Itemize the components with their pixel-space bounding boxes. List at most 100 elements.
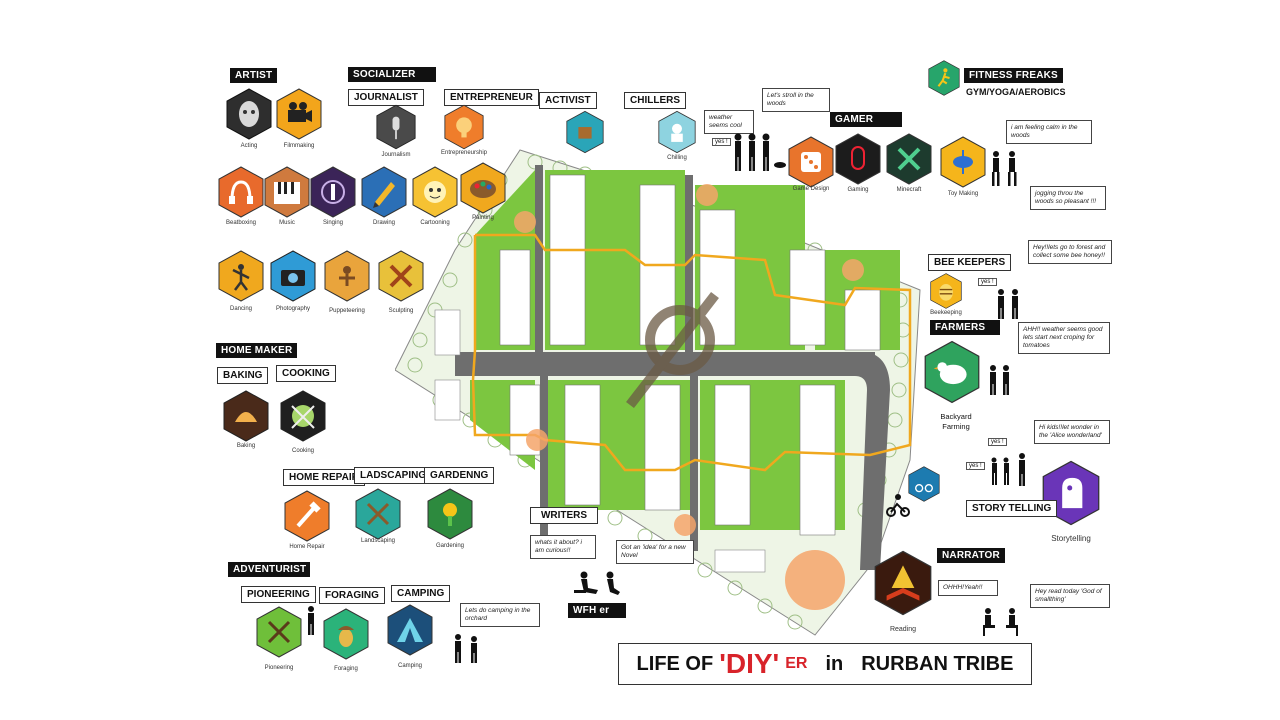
foraging-label: FORAGING (319, 587, 385, 604)
weather-cool-bubble: weather seems cool (704, 110, 754, 134)
home-maker-label: HOME MAKER (216, 343, 298, 358)
journalism-badge[interactable] (376, 104, 416, 150)
singing-caption: Singing (322, 220, 343, 226)
game-design-caption: Game Design (792, 186, 830, 192)
landscaping-badge[interactable] (355, 488, 401, 540)
home-repair-caption: Home Repair (289, 544, 325, 550)
journalism-caption: Journalism (381, 152, 411, 158)
foraging-caption: Foraging (334, 666, 358, 672)
dancing-caption: Dancing (229, 306, 252, 312)
farmers-silhouette (990, 365, 1009, 395)
pioneering-caption: Pioneering (264, 665, 294, 671)
acting-badge[interactable] (226, 88, 272, 140)
activist-badge[interactable] (566, 110, 604, 154)
photography-caption: Photography (275, 306, 311, 312)
gardening-label: GARDENNG (424, 467, 495, 484)
title-part1: LIFE OF (636, 652, 714, 675)
toy-making-badge[interactable] (940, 136, 986, 188)
gaming-caption: Gaming (847, 187, 869, 193)
readers-silhouette (983, 608, 1018, 636)
cartooning-badge[interactable] (412, 166, 458, 218)
camping-label: CAMPING (391, 585, 451, 602)
walkers-silhouette (734, 133, 786, 171)
title-in: in (825, 652, 844, 675)
forest-bubble: Hey!!lets go to forest and collect some … (1028, 240, 1112, 264)
minecraft-badge[interactable] (886, 133, 932, 185)
bee-keepers-silhouette (998, 289, 1018, 319)
minecraft-caption: Minecraft (896, 187, 922, 193)
fitness-label: FITNESS FREAKS (964, 68, 1063, 83)
music-badge[interactable] (264, 166, 310, 218)
house-rows (499, 174, 881, 536)
painting-caption: Painting (472, 215, 494, 221)
drawing-badge[interactable] (361, 166, 407, 218)
kids-silhouette (991, 453, 1025, 486)
diagram-title: LIFE OF 'DIY' ER in RURBAN TRIBE (618, 643, 1032, 685)
campers-silhouette (455, 634, 477, 663)
alice-bubble: Hi kids!!let wonder in the 'Alice wonder… (1034, 420, 1110, 444)
music-caption: Music (279, 220, 295, 226)
stroll-bubble: Let's stroll in the woods (762, 88, 830, 112)
yes-tag-kids-1: yes ! (988, 438, 1007, 446)
entrepreneurship-badge[interactable] (444, 104, 484, 150)
home-repair-badge[interactable] (284, 490, 330, 542)
story-telling-label: STORY TELLING (966, 500, 1058, 517)
pioneering-badge[interactable] (256, 606, 302, 658)
entrepreneurship-caption: Entrepreneurship (440, 150, 488, 156)
foraging-badge[interactable] (323, 608, 369, 660)
gardening-caption: Gardening (435, 543, 465, 549)
puppeteering-badge[interactable] (324, 250, 370, 302)
chilling-badge[interactable] (658, 110, 696, 154)
game-design-badge[interactable] (788, 136, 834, 188)
yes-tag-kids-2: yes ! (966, 462, 985, 470)
adventurist-label: ADVENTURIST (228, 562, 310, 577)
narrator-label: NARRATOR (937, 548, 1005, 563)
gaming-badge[interactable] (835, 133, 881, 185)
camping-orchard-bubble: Lets do camping in the orchard (460, 603, 540, 627)
fitness-sub-label: GYM/YOGA/AEROBICS (966, 87, 1066, 97)
dancing-badge[interactable] (218, 250, 264, 302)
backyard-farming-badge[interactable] (924, 340, 980, 404)
artist-label: ARTIST (230, 68, 278, 83)
painting-badge[interactable] (460, 162, 506, 214)
singing-badge[interactable] (310, 166, 356, 218)
writers-label: WRITERS (530, 507, 598, 524)
reading-badge[interactable] (874, 550, 932, 616)
puppeteering-caption: Puppeteering (329, 308, 365, 314)
joggers-silhouette (992, 151, 1017, 186)
baking-label: BAKING (217, 367, 269, 384)
photography-badge[interactable] (270, 250, 316, 302)
landscaping-label: LADSCAPING (354, 467, 433, 484)
fitness-badge[interactable] (928, 60, 960, 96)
backyard-farming-caption: Backyard Farming (940, 412, 972, 431)
beatboxing-caption: Beatboxing (225, 220, 257, 226)
pioneering-label: PIONEERING (241, 586, 316, 603)
cyclist-silhouette (886, 494, 910, 517)
entrepreneur-label: ENTREPRENEUR (444, 89, 539, 106)
beekeeping-badge[interactable] (930, 272, 962, 310)
ohhh-bubble: OHHH!Yeah!! (938, 580, 998, 596)
title-er: ER (785, 655, 808, 672)
yes-tag-bee: yes ! (978, 278, 997, 286)
baking-badge[interactable] (223, 390, 269, 442)
filmmaking-badge[interactable] (276, 88, 322, 140)
cooking-badge[interactable] (280, 390, 326, 442)
journalist-label: JOURNALIST (348, 89, 424, 106)
socializer-label: SOCIALIZER (348, 67, 436, 82)
cartooning-caption: Cartooning (420, 220, 450, 226)
sculpting-badge[interactable] (378, 250, 424, 302)
activity-spots (514, 184, 864, 610)
gardening-badge[interactable] (427, 488, 473, 540)
chillers-label: CHILLERS (624, 92, 686, 109)
wfh-label: WFH er (568, 603, 626, 618)
god-of-small-bubble: Hey read today 'God of smallthing' (1030, 584, 1110, 608)
site-plan (395, 149, 921, 636)
bike-badge[interactable] (908, 466, 940, 502)
camping-badge[interactable] (387, 604, 433, 656)
storytelling-caption: Storytelling (1051, 534, 1091, 543)
beatboxing-badge[interactable] (218, 166, 264, 218)
title-part2: RURBAN TRIBE (861, 652, 1014, 675)
baking-caption: Baking (236, 443, 256, 449)
calm-bubble: i am feeling calm in the woods (1006, 120, 1092, 144)
farmers-label: FARMERS (930, 320, 1000, 335)
